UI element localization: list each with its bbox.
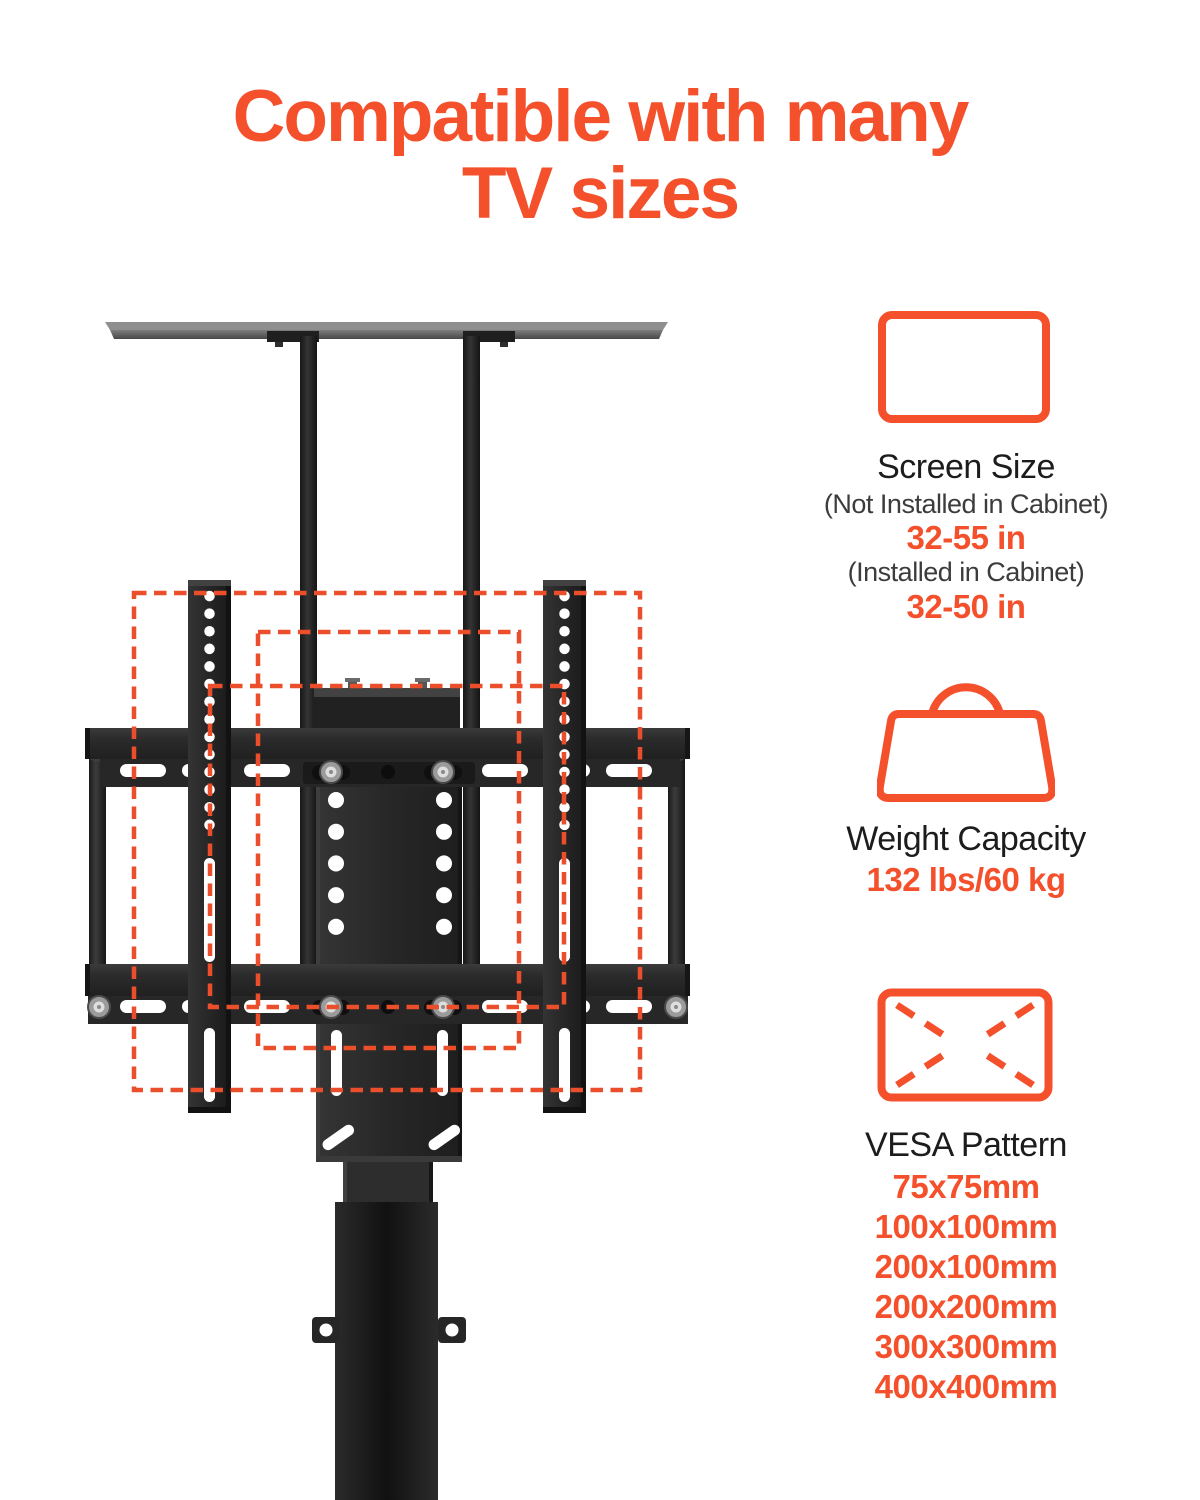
vesa-size-item: 200x100mm xyxy=(874,1248,1058,1285)
vesa-pattern-outline-icon xyxy=(877,988,1053,1102)
screen-size-note-installed: (Installed in Cabinet) xyxy=(847,557,1085,587)
weight-capacity-heading: Weight Capacity xyxy=(846,820,1086,858)
lift-column xyxy=(312,1162,466,1500)
vesa-size-overlays xyxy=(131,590,643,1093)
vesa-pattern-heading: VESA Pattern xyxy=(865,1126,1067,1164)
screen-size-value-not-installed: 32-55 in xyxy=(906,519,1026,556)
vesa-size-item: 200x200mm xyxy=(874,1288,1058,1325)
page-title: Compatible with many TV sizes xyxy=(0,78,1200,232)
vesa-overlay-rect-tall xyxy=(255,629,522,1051)
vesa-size-item: 75x75mm xyxy=(892,1168,1040,1205)
center-vesa-plate xyxy=(316,760,462,1162)
top-crossbar xyxy=(85,728,690,787)
top-shelf xyxy=(105,322,668,347)
tv-screen-outline-icon xyxy=(878,311,1050,423)
side-rods xyxy=(89,752,685,968)
page-title-line1: Compatible with many xyxy=(232,76,970,157)
screen-size-note-not-installed: (Not Installed in Cabinet) xyxy=(823,489,1109,519)
vesa-size-item: 300x300mm xyxy=(874,1328,1058,1365)
vesa-rail-right xyxy=(543,580,586,1113)
page-title-line2: TV sizes xyxy=(461,153,740,234)
weight-bag-outline-icon xyxy=(877,683,1055,802)
screen-size-value-installed: 32-50 in xyxy=(906,588,1026,625)
vesa-size-item: 400x400mm xyxy=(874,1368,1058,1405)
vesa-overlay-rect-wide xyxy=(207,683,567,1010)
weight-capacity-value: 132 lbs/60 kg xyxy=(866,861,1066,898)
screen-size-heading: Screen Size xyxy=(877,448,1055,486)
bottom-crossbar xyxy=(85,964,690,1024)
hanging-tubes xyxy=(300,336,480,984)
vesa-size-item: 100x100mm xyxy=(874,1208,1058,1245)
